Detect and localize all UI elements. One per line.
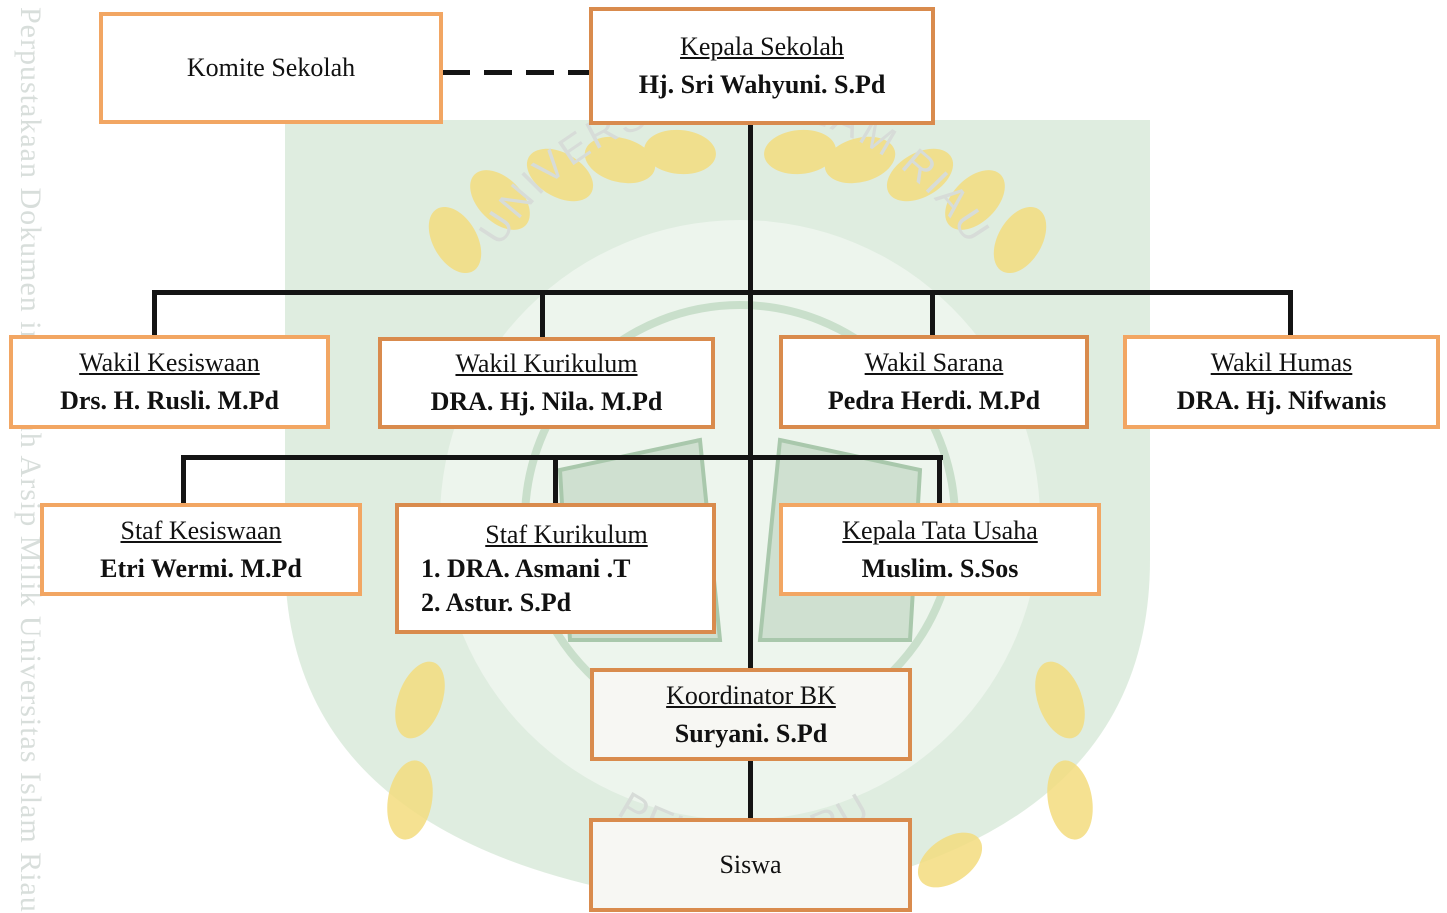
node-name: Drs. H. Rusli. M.Pd <box>60 386 279 415</box>
node-staf-kesiswaan: Staf Kesiswaan Etri Wermi. M.Pd <box>40 503 362 596</box>
node-wakil-kesiswaan: Wakil Kesiswaan Drs. H. Rusli. M.Pd <box>9 335 330 429</box>
node-title: Wakil Kesiswaan <box>79 348 260 377</box>
node-name: Pedra Herdi. M.Pd <box>827 386 1041 415</box>
node-title: Wakil Sarana <box>864 348 1004 377</box>
node-siswa: Siswa <box>589 818 912 912</box>
connector-wakil-humas <box>1288 290 1293 338</box>
node-wakil-kurikulum: Wakil Kurikulum DRA. Hj. Nila. M.Pd <box>378 337 715 429</box>
node-title: Staf Kurikulum <box>485 519 648 549</box>
node-komite-sekolah: Komite Sekolah <box>99 12 443 124</box>
node-title: Wakil Kurikulum <box>455 349 638 378</box>
connector-kepala-tu <box>937 455 942 503</box>
node-title: Kepala Sekolah <box>680 32 844 61</box>
connector-wakil-kesiswaan <box>152 290 157 338</box>
watermark-side-text: Perpustakaan Dokumen ini adalah Arsip Mi… <box>14 7 47 913</box>
node-title: Siswa <box>719 850 782 879</box>
node-kepala-sekolah: Kepala Sekolah Hj. Sri Wahyuni. S.Pd <box>589 7 935 125</box>
node-kepala-tata-usaha: Kepala Tata Usaha Muslim. S.Sos <box>779 503 1101 596</box>
node-staf-kurikulum: Staf Kurikulum 1. DRA. Asmani .T 2. Astu… <box>395 503 716 634</box>
node-title: Kepala Tata Usaha <box>842 515 1038 545</box>
connector-wakil-sarana <box>930 290 935 338</box>
node-title: Koordinator BK <box>666 680 836 710</box>
node-title: Wakil Humas <box>1210 348 1353 377</box>
connector-wakil-kurikulum <box>540 290 545 338</box>
connector-bk-siswa <box>748 760 753 822</box>
node-name-1: 1. DRA. Asmani .T <box>421 553 631 583</box>
node-wakil-sarana: Wakil Sarana Pedra Herdi. M.Pd <box>779 335 1089 429</box>
connector-main-trunk <box>748 122 753 672</box>
dashed-connector-komite <box>442 70 592 75</box>
connector-staf-kesiswaan <box>181 455 186 503</box>
node-name: DRA. Hj. Nila. M.Pd <box>430 387 663 416</box>
node-name-2: 2. Astur. S.Pd <box>421 587 572 617</box>
node-title: Komite Sekolah <box>186 53 356 82</box>
node-name: Suryani. S.Pd <box>674 718 828 748</box>
node-koordinator-bk: Koordinator BK Suryani. S.Pd <box>590 668 912 761</box>
connector-wakil-bar <box>152 290 1293 295</box>
node-name: Muslim. S.Sos <box>861 553 1019 583</box>
node-wakil-humas: Wakil Humas DRA. Hj. Nifwanis <box>1123 335 1440 429</box>
node-name: Hj. Sri Wahyuni. S.Pd <box>638 70 886 99</box>
connector-staf-kurikulum <box>553 455 558 503</box>
node-name: Etri Wermi. M.Pd <box>100 553 302 583</box>
node-title: Staf Kesiswaan <box>120 515 282 545</box>
connector-staf-bar <box>181 455 943 460</box>
node-name: DRA. Hj. Nifwanis <box>1176 386 1387 415</box>
